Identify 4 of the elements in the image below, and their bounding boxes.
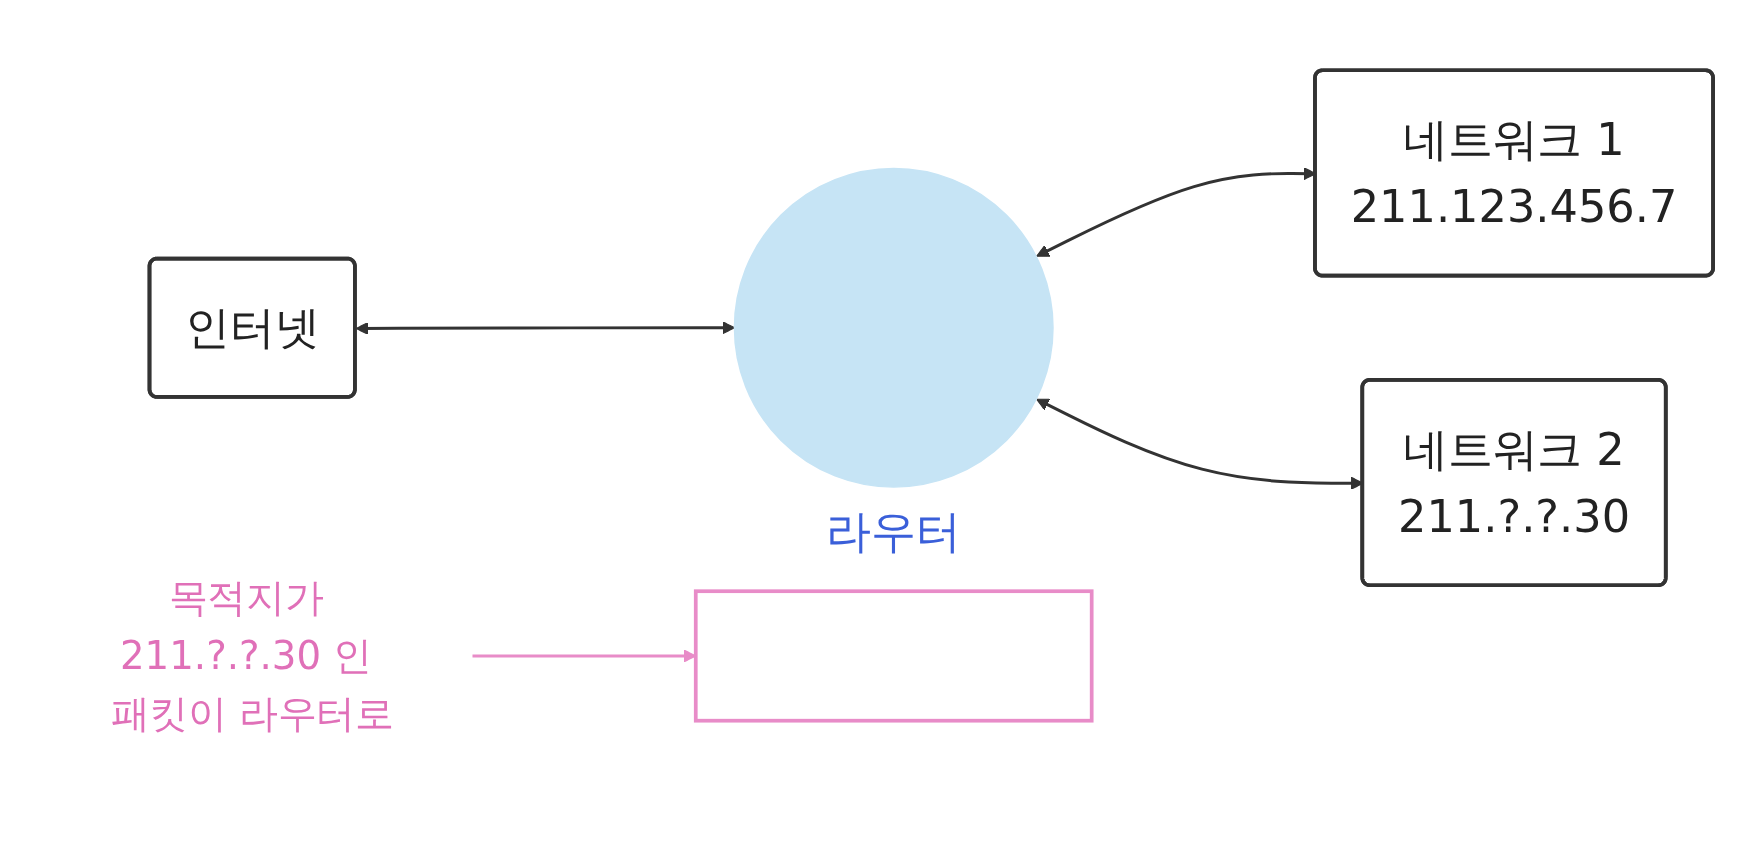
node-circle: [733, 167, 1054, 488]
node-caption: 라우터: [826, 505, 962, 558]
node-text: 목적지가 211.?.?.30 인 패킷이 라우터로: [110, 574, 394, 736]
node-box: [693, 589, 1094, 723]
